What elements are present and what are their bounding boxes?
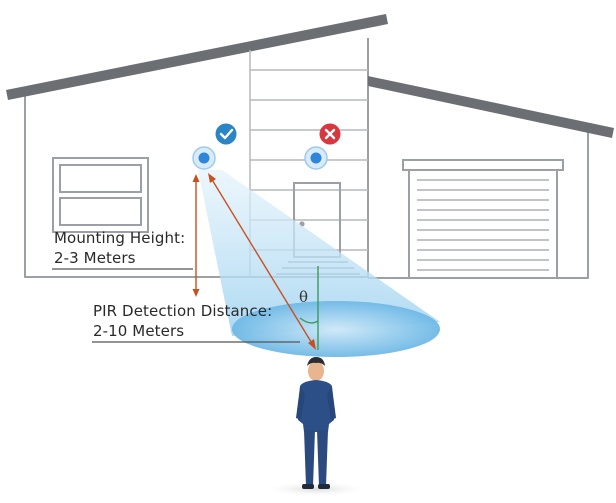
garage-roof	[368, 76, 614, 138]
sensor-incorrect-position	[304, 146, 328, 170]
detection-zone	[198, 170, 440, 357]
pir-distance-title: PIR Detection Distance:	[93, 302, 273, 320]
right-house-wall	[367, 79, 589, 279]
main-roof	[6, 14, 388, 100]
sensor-correct-position	[192, 146, 216, 170]
cross-icon	[319, 123, 341, 145]
detection-beam	[198, 170, 440, 336]
window	[52, 157, 149, 233]
mounting-height-value: 2-3 Meters	[54, 249, 136, 267]
label-underlines	[52, 268, 300, 343]
mounting-height-indicator	[192, 174, 200, 297]
angle-symbol: θ	[299, 288, 309, 306]
angle-indicator	[299, 266, 319, 350]
pir-distance-value: 2-10 Meters	[93, 322, 185, 340]
check-icon	[215, 123, 237, 145]
garage-door	[402, 159, 564, 279]
person-figure	[261, 357, 371, 497]
mounting-height-title: Mounting Height:	[54, 229, 186, 247]
detection-distance-indicator	[208, 173, 316, 350]
detection-ground-area	[232, 301, 440, 357]
